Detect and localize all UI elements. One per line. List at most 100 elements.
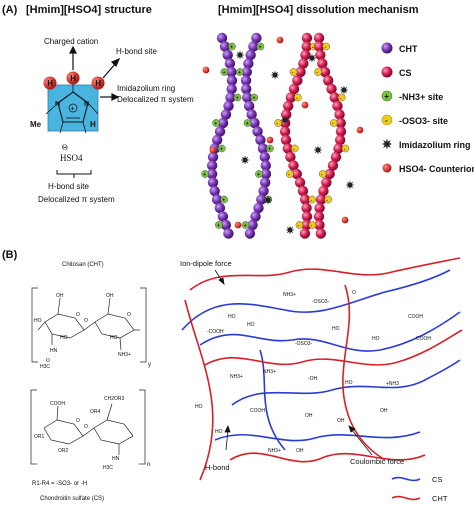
cht-site-sign: + (220, 147, 223, 153)
cs-bead (332, 100, 343, 112)
cs-site-sign: - (324, 45, 326, 51)
cht-bead (226, 75, 238, 86)
cht-bead (246, 109, 257, 120)
svg-text:O: O (46, 358, 50, 364)
svg-text:COOH: COOH (250, 408, 265, 414)
legend-cs-text: CS (432, 475, 442, 484)
svg-text:OH: OH (337, 418, 345, 424)
svg-text:NH3+: NH3+ (118, 352, 131, 358)
svg-text:COOH: COOH (50, 401, 65, 407)
cs-site-sign: - (340, 96, 342, 102)
cht-bead (247, 219, 258, 231)
cht-site-sign: + (252, 96, 255, 102)
cs-bead (326, 83, 337, 95)
cs-site (291, 144, 299, 153)
chitosan-name: Chitosan (CHT) (62, 262, 104, 268)
network-legend: CS CHT (391, 475, 448, 503)
svg-text:HO: HO (195, 404, 203, 410)
svg-text:OH: OH (106, 293, 114, 299)
svg-text:HO: HO (228, 314, 236, 320)
cs-site (322, 42, 331, 51)
cht-bead (216, 32, 228, 44)
svg-text:HN: HN (112, 456, 120, 462)
cht-bead (258, 185, 269, 197)
cht-chain: ++++++++++++++++ (201, 32, 274, 239)
legend-cs-label: CS (399, 68, 412, 78)
svg-text:H3C: H3C (103, 465, 113, 471)
cs-bead (280, 134, 292, 146)
cht-site-sign: + (244, 223, 247, 229)
svg-text:-: - (385, 116, 388, 125)
cs-bead (334, 109, 345, 120)
cht-bead (260, 160, 271, 171)
svg-text:HO: HO (60, 335, 68, 341)
cht-site-sign: + (246, 121, 249, 127)
cation-charge-circle (68, 103, 78, 113)
h-bond-site-label: H-bond site (116, 47, 157, 56)
cs-site (324, 195, 332, 204)
imidazolium-star-icon (270, 70, 280, 80)
cs-bead (294, 177, 306, 188)
imidazolium-star-icon (235, 50, 245, 60)
cs-bead (301, 41, 312, 52)
legend-nh3-label: -NH3+ site (399, 92, 443, 102)
chondroitin-structure (30, 389, 146, 465)
cs-site (318, 170, 327, 178)
cht-bead (214, 202, 226, 214)
svg-text:HO: HO (34, 318, 42, 324)
cs-site (295, 221, 304, 229)
cht-site-sign: + (268, 147, 271, 153)
cht-bead (241, 66, 252, 78)
cht-bead (209, 185, 220, 197)
cs-site (294, 93, 302, 102)
legend-hso4-label: HSO4- Counterion (399, 164, 474, 174)
atom-n-left: N (55, 101, 60, 108)
panel-a-label: (A) (2, 4, 18, 16)
ion-dipole-label: Ion-dipole force (180, 259, 232, 268)
svg-text:HO: HO (345, 380, 353, 386)
svg-text:COOH: COOH (408, 314, 423, 320)
cs-bead (330, 151, 342, 163)
cht-bead (223, 100, 234, 112)
legend-cht-marker (381, 42, 393, 54)
cht-bead (244, 228, 256, 239)
hso4-counterion-dot (356, 126, 364, 134)
network-arrows (214, 269, 373, 456)
imidazolium-ring-label: Imidazolium ring (117, 84, 175, 93)
cht-site (243, 119, 252, 127)
cht-bead (222, 49, 233, 61)
cs-site (337, 93, 346, 102)
imidazolium-star-icon (345, 180, 355, 190)
svg-text:NH3+: NH3+ (283, 292, 296, 298)
cs-bead (292, 75, 303, 86)
imidazolium-star-icon (240, 155, 250, 165)
cht-site-sign: + (222, 198, 225, 204)
cs-site-sign: - (332, 121, 334, 127)
cs-site (308, 221, 317, 229)
cht-site (217, 144, 226, 153)
cht-bead (207, 151, 219, 163)
chondroitin-atoms: COOH CH2OR3 OR4 OR1 OR2 O O HN H3C (34, 396, 125, 471)
svg-text:CH2OR3: CH2OR3 (104, 396, 125, 402)
cht-bead (223, 228, 234, 239)
cs-bead (285, 151, 296, 163)
cht-bead (224, 58, 236, 69)
imidazolium-star-icon (280, 115, 290, 125)
cs-bead (314, 219, 325, 231)
cht-bead (217, 211, 229, 222)
legend-hso4-marker (382, 163, 392, 173)
svg-text:+NH3: +NH3 (386, 381, 399, 387)
cs-site (314, 68, 322, 76)
svg-text:OR4: OR4 (90, 409, 101, 415)
cs-chain: ---------------- (274, 32, 350, 239)
cs-site (274, 119, 282, 127)
svg-text:O: O (76, 418, 80, 424)
panel-b-label: (B) (2, 249, 18, 261)
cs-bead (288, 83, 300, 95)
imidazolium-structure: + N N H H H Me H (30, 71, 105, 134)
cs-bead (281, 109, 292, 120)
cs-bead (324, 168, 335, 180)
imidazolium-ring (57, 91, 89, 123)
cs-bead (299, 194, 311, 205)
svg-text:HO: HO (247, 322, 255, 328)
